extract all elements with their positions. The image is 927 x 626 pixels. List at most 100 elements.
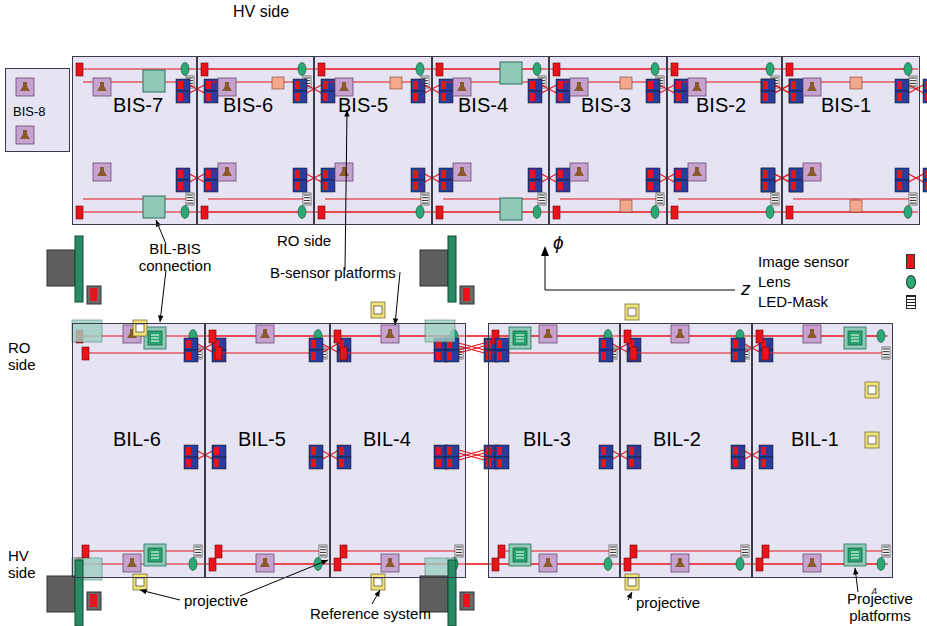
led-mask-stripe: [304, 200, 310, 201]
led-mask-stripe: [657, 78, 663, 79]
led-mask-stripe: [657, 197, 663, 198]
image-sensor: [436, 447, 441, 455]
projective-mask: [628, 308, 636, 316]
annotation: BIL-BIS connection: [120, 240, 230, 275]
b-sensor-platform: [803, 325, 821, 343]
annotation: HV side: [8, 547, 48, 582]
led-mask-stripe: [320, 555, 326, 556]
led-mask-stripe: [742, 555, 748, 556]
laser-ray: [455, 449, 499, 461]
in-plane-block: [599, 445, 613, 457]
in-plane-block: [761, 168, 775, 180]
lens: [736, 558, 744, 571]
projective-sensor: [371, 574, 385, 590]
image-sensor: [897, 93, 902, 101]
laser-ray: [637, 352, 741, 353]
image-sensor: [553, 63, 560, 76]
lens: [877, 330, 885, 343]
mask-stripe: [516, 558, 524, 559]
chamber-box: BIL-3: [488, 323, 620, 578]
bis-small-platform: [272, 77, 284, 89]
b-sensor-platform: [803, 163, 821, 181]
leader-line: [345, 110, 347, 270]
mask-stripe: [851, 555, 859, 556]
led-mask-stripe: [742, 547, 748, 548]
chamber-name: BIS-7: [113, 95, 163, 115]
image-sensor: [447, 447, 452, 455]
image-sensor: [186, 352, 191, 360]
image-sensor: [90, 594, 97, 607]
reference-bar: [448, 236, 456, 302]
projective-mask: [374, 306, 382, 314]
led-mask-stripe: [883, 349, 889, 350]
in-plane-block: [204, 180, 218, 192]
led-mask-stripe: [883, 552, 889, 553]
b-sensor: [222, 167, 232, 176]
laser-ray: [763, 335, 888, 336]
in-plane-block: [646, 180, 660, 192]
in-plane-block: [321, 168, 335, 180]
in-plane-block: [789, 91, 803, 103]
in-plane-block: [923, 91, 927, 103]
laser-ray: [769, 352, 882, 353]
arrow-head: [374, 590, 380, 597]
image-sensor: [761, 459, 766, 467]
chamber-fill: [432, 56, 549, 225]
laser-ray: [222, 550, 319, 551]
image-sensor: [178, 170, 183, 178]
chamber-name: BIS-4: [458, 95, 508, 115]
reference-camera-body: [47, 576, 75, 612]
bis-platform: [143, 196, 165, 218]
image-sensor: [441, 182, 446, 190]
image-sensor: [648, 93, 653, 101]
annotation: RO side: [277, 232, 331, 249]
in-plane-block: [495, 445, 509, 457]
in-plane-block: [439, 79, 453, 91]
image-sensor: [791, 170, 796, 178]
image-sensor: [441, 93, 446, 101]
in-plane-block: [556, 79, 570, 91]
reference-camera-body: [47, 250, 75, 286]
arrow-head: [321, 560, 328, 565]
b-sensor: [385, 329, 395, 338]
image-sensor: [925, 93, 927, 101]
b-sensor: [20, 130, 30, 139]
lens: [651, 206, 659, 219]
projective-platform: [509, 327, 531, 349]
led-mask: [609, 545, 617, 557]
projective-platform: [844, 327, 866, 349]
led-mask-stripe: [304, 195, 310, 196]
laser-ray: [793, 68, 918, 69]
led-mask: [455, 545, 463, 557]
b-sensor-platform: [16, 78, 34, 96]
projective-sensor: [133, 574, 147, 590]
led-mask: [319, 545, 327, 557]
in-plane-block: [445, 457, 459, 469]
laser-ray: [455, 449, 499, 461]
image-sensor: [763, 81, 768, 89]
image-sensor: [311, 459, 316, 467]
z-axis: [545, 290, 735, 291]
projective-mask: [136, 324, 144, 332]
in-plane-block: [895, 91, 909, 103]
led-mask-stripe: [195, 549, 201, 550]
mask-stripe: [851, 335, 859, 336]
image-sensor: [339, 459, 344, 467]
mask-stripe: [151, 552, 159, 553]
image-sensor: [763, 93, 768, 101]
image-sensor: [791, 170, 796, 178]
b-sensor-platform: [256, 554, 274, 572]
led-mask-stripe: [910, 83, 916, 84]
led-mask-stripe: [883, 357, 889, 358]
image-sensor: [318, 206, 325, 219]
image-sensor: [206, 182, 211, 190]
image-sensor: [630, 545, 637, 558]
b-sensor-platform: [218, 78, 236, 96]
in-plane-block: [495, 350, 509, 362]
image-sensor: [786, 206, 793, 219]
in-plane-block: [184, 338, 198, 350]
in-plane-block: [293, 180, 307, 192]
image-sensor: [763, 93, 768, 101]
b-sensor: [339, 82, 349, 91]
b-sensor: [675, 558, 685, 567]
